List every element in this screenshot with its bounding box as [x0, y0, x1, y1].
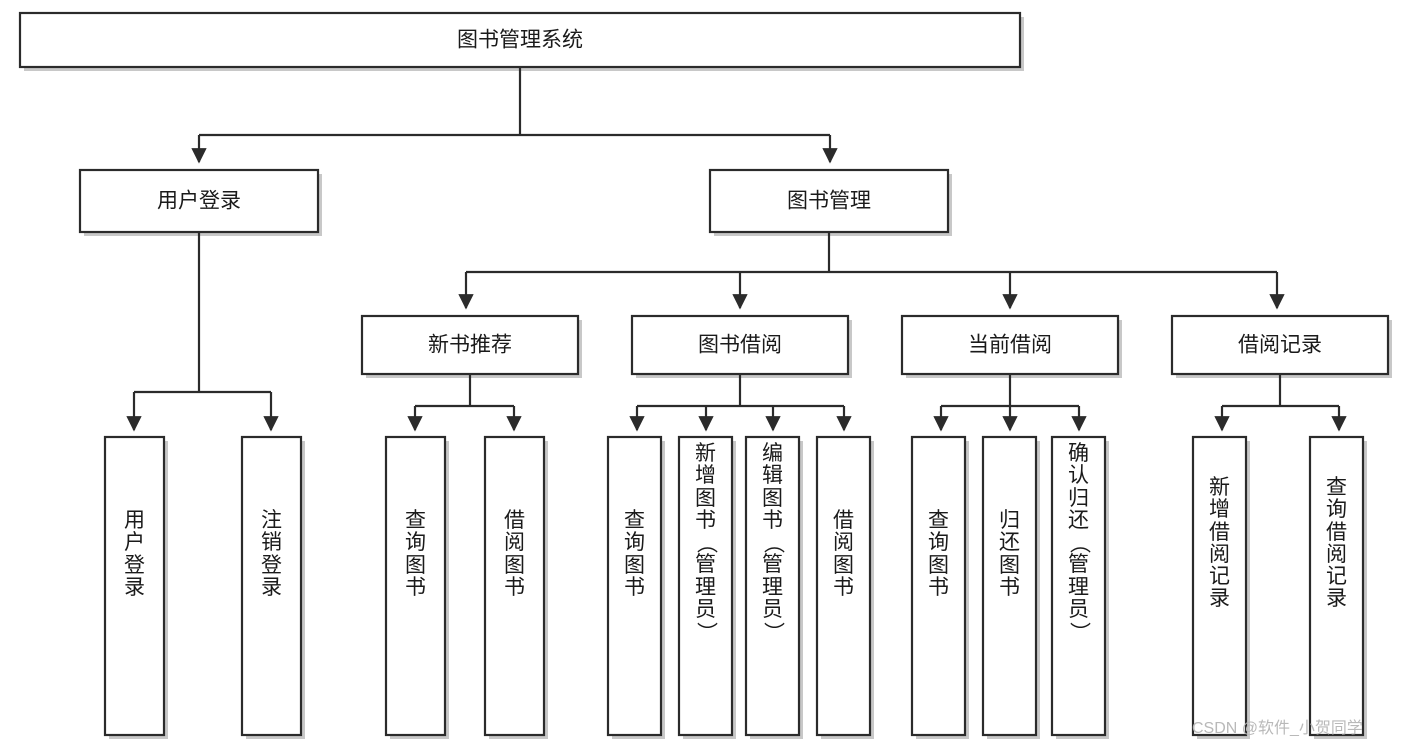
leaf-query-book-1[interactable]	[384, 435, 447, 737]
node-current-borrow[interactable]	[900, 314, 1120, 376]
node-book-management-label: 图书管理	[787, 190, 871, 213]
node-book-borrow-label: 图书借阅	[698, 334, 782, 357]
leaf-query-book-3[interactable]	[910, 435, 967, 737]
leaf-add-borrow-record[interactable]	[1191, 435, 1248, 737]
leaf-confirm-return-admin[interactable]	[1050, 435, 1107, 737]
leaf-borrow-book-2[interactable]	[815, 435, 872, 737]
leaf-borrow-book-1[interactable]	[483, 435, 546, 737]
node-user-login[interactable]	[78, 168, 320, 234]
leaf-user-login[interactable]	[103, 435, 166, 737]
node-borrow-record[interactable]	[1170, 314, 1390, 376]
leaf-return-book[interactable]	[981, 435, 1038, 737]
node-current-borrow-label: 当前借阅	[968, 334, 1052, 357]
node-user-login-label: 用户登录	[157, 190, 241, 213]
node-borrow-record-label: 借阅记录	[1238, 334, 1322, 357]
node-new-book-recommend-label: 新书推荐	[428, 334, 512, 357]
root-node[interactable]	[18, 11, 1022, 69]
node-new-book-recommend[interactable]	[360, 314, 580, 376]
leaf-logout[interactable]	[240, 435, 303, 737]
node-book-management[interactable]	[708, 168, 950, 234]
csdn-watermark: CSDN @软件_小贺同学	[1192, 720, 1363, 737]
root-node-label: 图书管理系统	[457, 29, 583, 52]
leaf-add-book-admin[interactable]	[677, 435, 734, 737]
leaf-query-book-2[interactable]	[606, 435, 663, 737]
leaf-edit-book-admin[interactable]	[744, 435, 801, 737]
leaf-query-borrow-record[interactable]	[1308, 435, 1365, 737]
